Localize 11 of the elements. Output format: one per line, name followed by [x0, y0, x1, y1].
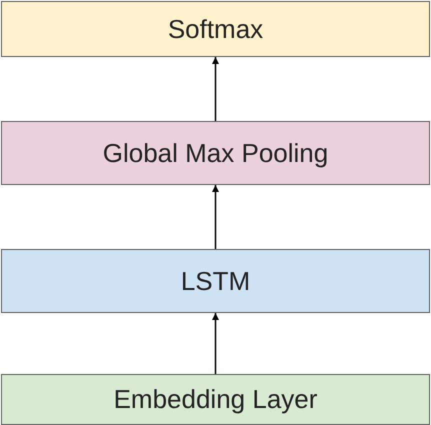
arrow [212, 185, 219, 249]
layer-box [1, 1, 430, 57]
layer-box [1, 121, 430, 185]
layer-label: Softmax [168, 14, 264, 44]
layer-label: Embedding Layer [114, 384, 318, 415]
layer-label: LSTM [180, 266, 250, 296]
layer-box [1, 249, 430, 313]
layer-label: Global Max Pooling [102, 138, 328, 168]
arrow [212, 57, 219, 121]
layer-box [1, 374, 430, 425]
arrow [212, 313, 219, 374]
